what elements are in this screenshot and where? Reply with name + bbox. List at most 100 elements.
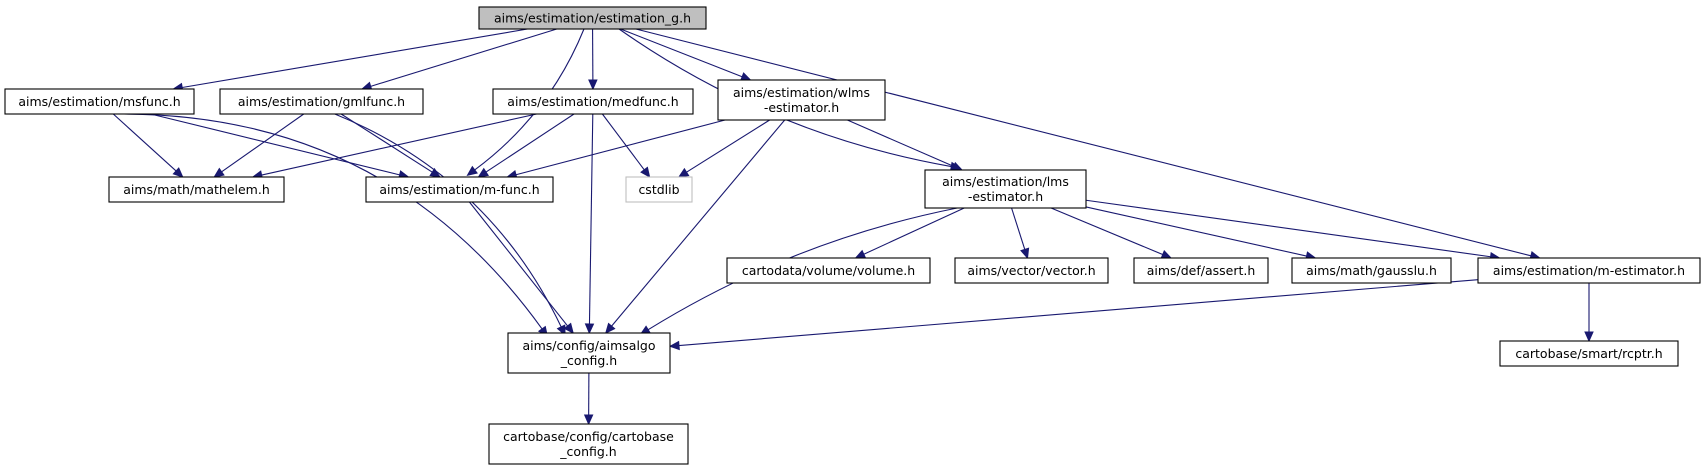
arrowhead: [583, 414, 594, 426]
node-root[interactable]: aims/estimation/estimation_g.h: [478, 6, 707, 30]
node-label: cartodata/volume/volume.h: [742, 263, 915, 278]
edge-gmlfunc-to-aimsalgo: [334, 113, 566, 337]
edge-line: [123, 113, 543, 330]
node-msfunc[interactable]: aims/estimation/msfunc.h: [4, 88, 195, 115]
edge-line: [182, 28, 528, 89]
edge-lms-to-mest: [1085, 199, 1501, 262]
arrowhead: [1020, 247, 1030, 260]
edge-line: [1050, 207, 1163, 256]
node-mathelem[interactable]: aims/math/mathelem.h: [108, 176, 285, 203]
node-gmlfunc[interactable]: aims/estimation/gmlfunc.h: [219, 88, 424, 115]
edge-lms-to-assert: [1050, 207, 1173, 259]
node-label: cartobase/smart/rcptr.h: [1515, 346, 1662, 361]
node-label: aims/config/aimsalgo: [522, 338, 655, 353]
arrowhead: [213, 167, 225, 178]
arrowhead: [563, 322, 574, 334]
edge-line: [686, 119, 770, 173]
node-wlms[interactable]: aims/estimation/wlms-estimator.h: [717, 79, 886, 121]
node-box: [1133, 257, 1269, 284]
node-box: [924, 169, 1087, 209]
edges-layer: [112, 28, 1594, 426]
node-mfunc[interactable]: aims/estimation/m-func.h: [365, 176, 554, 203]
node-label: aims/estimation/estimation_g.h: [494, 11, 691, 26]
node-box: [488, 423, 689, 465]
node-box: [726, 257, 931, 284]
edge-medfunc-to-mfunc: [477, 113, 575, 178]
edge-line: [588, 113, 594, 325]
edge-line: [485, 113, 575, 173]
arrowhead: [588, 79, 598, 91]
edge-line: [601, 113, 645, 171]
node-label: aims/estimation/lms: [942, 174, 1069, 189]
arrowhead: [668, 340, 680, 351]
node-mest[interactable]: aims/estimation/m-estimator.h: [1477, 257, 1701, 284]
arrowhead: [429, 167, 441, 178]
arrowhead: [739, 72, 752, 81]
node-box: [365, 176, 554, 203]
node-label: cartobase/config/cartobase: [503, 429, 674, 444]
node-box: [219, 88, 424, 115]
edge-wlms-to-cstdlib: [677, 119, 770, 178]
node-label: -estimator.h: [764, 100, 839, 115]
node-box: [625, 176, 693, 203]
arrowhead: [1160, 249, 1173, 259]
edge-line: [150, 113, 400, 176]
arrowhead: [677, 167, 690, 178]
edge-line: [1085, 206, 1307, 257]
edge-root-to-gmlfunc: [360, 28, 557, 91]
node-box: [4, 88, 195, 115]
node-gausslu[interactable]: aims/math/gausslu.h: [1291, 257, 1452, 284]
edge-mfunc-to-aimsalgo: [468, 201, 574, 334]
node-box: [478, 6, 707, 30]
edge-root-to-msfunc: [172, 28, 528, 93]
arrowhead: [172, 167, 184, 178]
edge-lms-to-vector: [1011, 207, 1030, 260]
edge-line: [847, 119, 954, 167]
node-box: [1477, 257, 1701, 284]
arrowhead: [640, 166, 651, 178]
node-label: _config.h: [559, 444, 616, 459]
node-box: [507, 332, 671, 374]
node-box: [1291, 257, 1452, 284]
edge-root-to-medfunc: [588, 28, 598, 91]
node-label: aims/estimation/medfunc.h: [507, 94, 678, 109]
edge-medfunc-to-cstdlib: [601, 113, 651, 178]
node-rcptr[interactable]: cartobase/smart/rcptr.h: [1499, 340, 1679, 367]
node-label: aims/estimation/m-func.h: [379, 182, 539, 197]
node-box: [108, 176, 285, 203]
edge-line: [863, 207, 965, 255]
nodes-layer: aims/estimation/estimation_g.h aims/estim…: [4, 6, 1701, 465]
edge-gmlfunc-to-mathelem: [213, 113, 305, 178]
edge-msfunc-to-aimsalgo: [123, 113, 549, 338]
node-cstdlib[interactable]: cstdlib: [625, 176, 693, 203]
node-label: aims/math/mathelem.h: [123, 182, 270, 197]
edge-msfunc-to-mfunc: [150, 113, 410, 180]
edge-line: [635, 28, 1532, 257]
edge-line: [468, 201, 569, 327]
edge-mest-to-aimsalgo: [668, 279, 1479, 351]
arrowhead: [477, 167, 490, 178]
node-box: [954, 257, 1109, 284]
edge-line: [261, 113, 537, 176]
edge-root-to-wlms: [620, 28, 752, 81]
node-label: aims/estimation/msfunc.h: [18, 94, 180, 109]
node-medfunc[interactable]: aims/estimation/medfunc.h: [492, 88, 694, 115]
edge-line: [334, 113, 562, 328]
node-cartobase[interactable]: cartobase/config/cartobase_config.h: [488, 423, 689, 465]
node-box: [492, 88, 694, 115]
edge-mest-to-rcptr: [1584, 283, 1594, 343]
arrowhead: [584, 323, 595, 335]
edge-root-to-mest: [635, 28, 1541, 261]
node-lms[interactable]: aims/estimation/lms-estimator.h: [924, 169, 1087, 209]
node-label: cstdlib: [638, 182, 679, 197]
edge-line: [112, 113, 177, 172]
node-vector[interactable]: aims/vector/vector.h: [954, 257, 1109, 284]
node-aimsalgo[interactable]: aims/config/aimsalgo_config.h: [507, 332, 671, 374]
arrowhead: [466, 165, 478, 176]
node-assert[interactable]: aims/def/assert.h: [1133, 257, 1269, 284]
edge-lms-to-gausslu: [1085, 206, 1317, 261]
node-volume[interactable]: cartodata/volume/volume.h: [726, 257, 931, 284]
node-label: _config.h: [560, 353, 617, 368]
node-label: aims/math/gausslu.h: [1306, 263, 1437, 278]
